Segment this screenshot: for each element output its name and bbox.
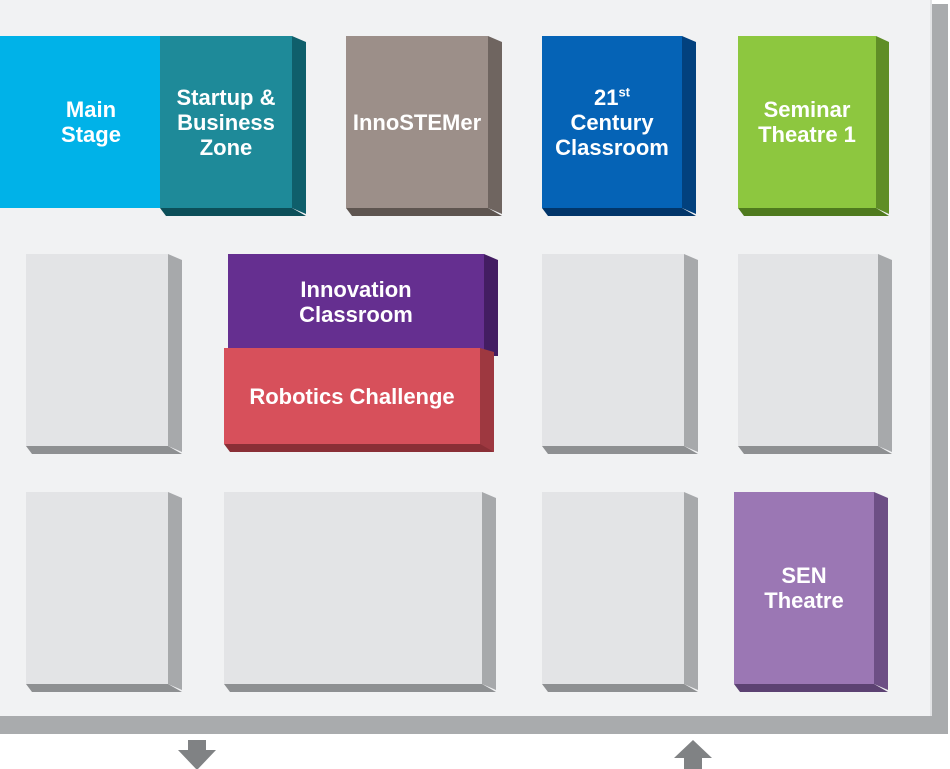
empty-booth-r3c4 — [542, 492, 702, 692]
innostemer-zone[interactable]: InnoSTEMer — [346, 36, 504, 216]
startup-business-zone[interactable]: Startup & Business Zone — [160, 36, 308, 216]
century-superscript: st — [618, 84, 631, 100]
21st-century-classroom-zone[interactable]: 21st Century Classroom — [542, 36, 698, 216]
innovation-label-2: Classroom — [299, 302, 413, 327]
seminar-label-2: Theatre 1 — [758, 122, 856, 147]
seminar-label-1: Seminar — [763, 97, 851, 122]
century-label-2: Century — [570, 109, 654, 135]
main-stage-zone[interactable]: Main Stage — [0, 36, 170, 216]
startup-label-3: Zone — [199, 134, 253, 160]
innostemer-label: InnoSTEMer — [352, 109, 482, 135]
down-arrow-icon — [178, 740, 216, 769]
robotics-label: Robotics Challenge — [249, 383, 455, 409]
sen-label-1: SEN — [781, 563, 827, 588]
century-label-3: Classroom — [555, 134, 669, 160]
empty-booth-r2c1 — [26, 254, 186, 454]
empty-booth-r2c4 — [542, 254, 702, 454]
empty-booth-r2c5 — [738, 254, 894, 454]
startup-label-2: Business — [177, 109, 275, 135]
sen-label-2: Theatre — [764, 588, 844, 613]
sen-theatre-zone[interactable]: SEN Theatre — [734, 492, 890, 692]
innovation-label-1: Innovation — [300, 277, 412, 302]
main-stage-label-2: Stage — [61, 122, 121, 147]
main-stage-label-1: Main — [65, 97, 117, 122]
century-number: 21 — [593, 84, 619, 110]
robotics-challenge-zone[interactable]: Robotics Challenge — [224, 348, 496, 454]
startup-label-1: Startup & — [176, 84, 276, 110]
up-arrow-icon — [674, 740, 712, 769]
seminar-theatre-1-zone[interactable]: Seminar Theatre 1 — [738, 36, 890, 216]
century-label-1: 21st — [555, 85, 669, 110]
innovation-classroom-zone[interactable]: Innovation Classroom — [228, 254, 500, 356]
empty-booth-r3c1 — [26, 492, 186, 692]
empty-booth-r3c2 — [224, 492, 500, 692]
